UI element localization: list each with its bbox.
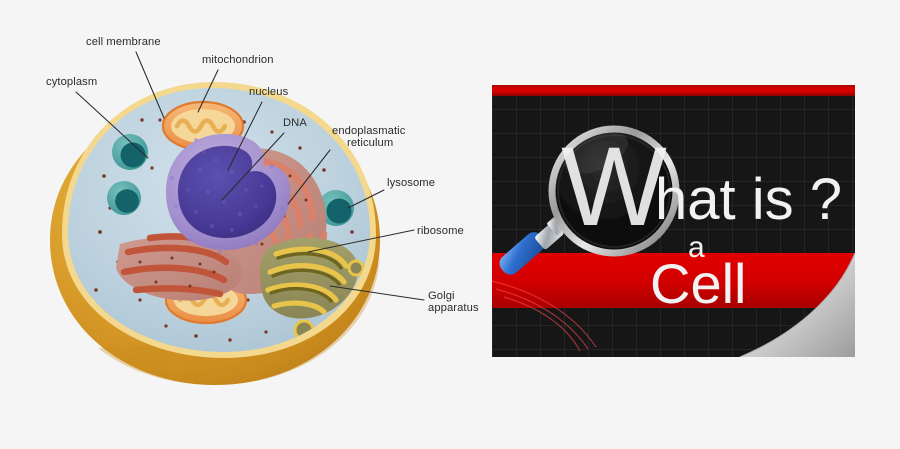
cell-diagram-svg: cytoplasm cell membrane mitochondrion nu… <box>46 36 479 385</box>
label-er-line1: endoplasmatic <box>332 125 406 137</box>
leader-cell-membrane <box>135 51 165 119</box>
label-mitochondrion: mitochondrion <box>202 54 274 66</box>
title-cell: Cell <box>650 252 746 315</box>
label-cell-membrane: cell membrane <box>86 36 161 48</box>
banner-swoosh <box>492 280 597 352</box>
label-ribosome: ribosome <box>417 225 464 237</box>
leader-er <box>287 149 331 205</box>
label-lysosome: lysosome <box>387 177 435 189</box>
dna-chromatin-texture <box>186 150 264 232</box>
lysosome-upper-left <box>112 134 148 170</box>
label-golgi-line2: apparatus <box>428 302 479 314</box>
title-a: a <box>688 231 705 264</box>
leader-nucleus <box>227 101 263 171</box>
label-nucleus: nucleus <box>249 86 289 98</box>
card-top-red-band <box>492 85 855 96</box>
label-cytoplasm: cytoplasm <box>46 76 97 88</box>
nucleus <box>166 133 291 254</box>
label-er-line2: reticulum <box>347 137 393 149</box>
lysosome-lower-left <box>107 181 141 215</box>
leader-mitochondrion <box>197 69 219 113</box>
lysosome-right <box>318 190 354 226</box>
page-curl-corner <box>739 252 855 357</box>
leader-lysosome <box>347 189 385 209</box>
leader-cytoplasm <box>75 91 149 159</box>
leader-golgi <box>329 285 425 301</box>
cell-diagram: cytoplasm cell membrane mitochondrion nu… <box>46 36 479 385</box>
what-is-a-cell-card[interactable]: W hat is ? a Cell <box>492 85 855 357</box>
magnified-letter-w: W <box>561 124 667 249</box>
leader-dna <box>221 132 285 201</box>
what-is-card-svg: W hat is ? a Cell <box>492 85 855 357</box>
title-hat-is: hat is ? <box>655 167 842 232</box>
diagram-labels: cytoplasm cell membrane mitochondrion nu… <box>46 36 479 314</box>
rough-er-sheets <box>116 233 243 301</box>
magnifier-lens <box>548 125 680 257</box>
label-dna: DNA <box>283 117 307 129</box>
label-leader-lines <box>75 51 425 301</box>
card-red-banner <box>492 253 855 308</box>
label-golgi-line1: Golgi <box>428 290 455 302</box>
leader-ribosome <box>307 229 415 253</box>
